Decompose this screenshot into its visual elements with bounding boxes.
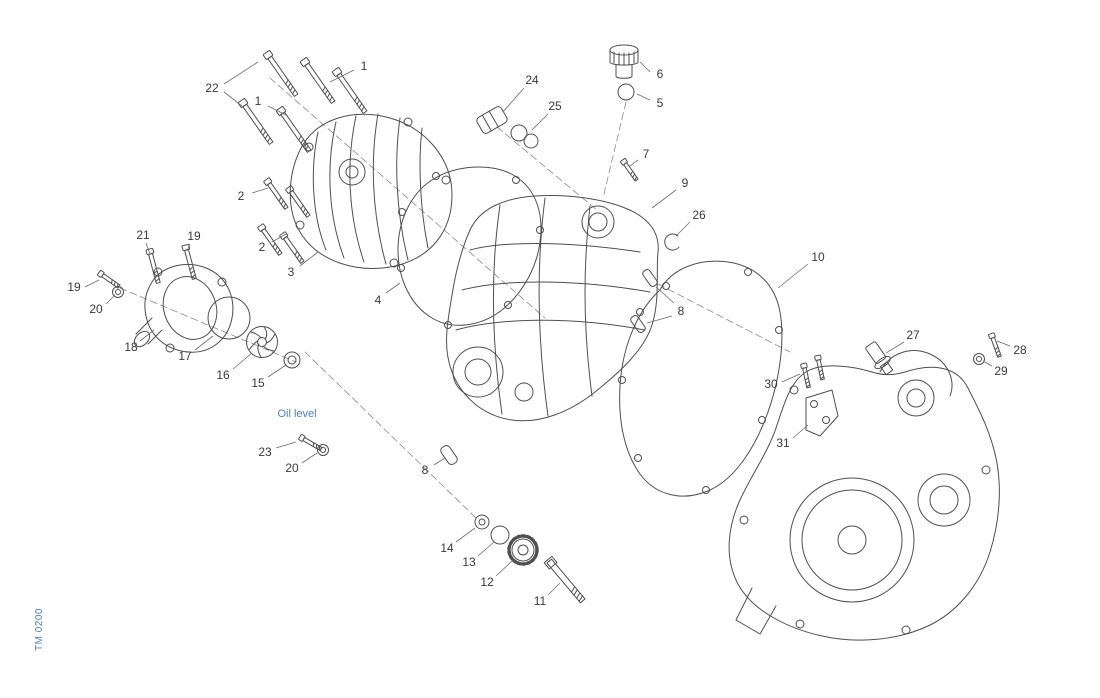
callout-19: 19 xyxy=(67,280,81,294)
callout-2: 2 xyxy=(258,240,266,254)
oil-cap-oring xyxy=(617,83,635,101)
callout-8: 8 xyxy=(677,304,685,318)
callout-29: 29 xyxy=(994,364,1008,378)
callout-1: 1 xyxy=(254,94,262,108)
callout-19: 19 xyxy=(187,229,201,243)
callout-20: 20 xyxy=(89,302,103,316)
callout-14: 14 xyxy=(440,541,454,555)
water-pipe-fitting xyxy=(865,341,894,376)
crankcase-right-half xyxy=(728,350,1000,641)
water-pump-seal xyxy=(283,351,301,369)
callout-3: 3 xyxy=(287,265,295,279)
clutch-cover-gasket xyxy=(397,166,544,329)
bolt-7 xyxy=(619,157,640,183)
water-pump-assembly xyxy=(133,264,234,353)
callout-22: 22 xyxy=(205,81,219,95)
water-pump-shaft xyxy=(543,555,586,604)
water-pump-bolts xyxy=(96,243,199,298)
callout-17: 17 xyxy=(178,349,192,363)
cable-guide-bracket xyxy=(805,389,839,437)
callout-20: 20 xyxy=(285,461,299,475)
callout-15: 15 xyxy=(251,376,265,390)
callout-12: 12 xyxy=(480,575,494,589)
callout-2: 2 xyxy=(237,189,245,203)
bushing-orings xyxy=(510,124,539,149)
callout-26: 26 xyxy=(692,208,706,222)
crankcase-cover xyxy=(446,195,659,422)
water-pump-gear xyxy=(507,534,539,566)
callout-31: 31 xyxy=(776,436,790,450)
shaft-oring xyxy=(490,525,510,545)
bushing xyxy=(476,106,508,134)
drain-bolt-group xyxy=(297,433,329,456)
water-pump-oring xyxy=(207,296,251,340)
circlip xyxy=(664,233,680,251)
water-pump-impeller xyxy=(246,326,278,358)
clutch-cover-outer xyxy=(289,113,453,269)
callout-8: 8 xyxy=(421,463,429,477)
assembly-axis-lines xyxy=(119,77,791,519)
callout-23: 23 xyxy=(258,445,272,459)
diagram-code-watermark: TM 0200 xyxy=(34,608,45,651)
callout-16: 16 xyxy=(216,368,230,382)
oil-filler-cap xyxy=(609,44,639,79)
callout-7: 7 xyxy=(642,147,650,161)
callout-10: 10 xyxy=(811,250,825,264)
callout-4: 4 xyxy=(374,293,382,307)
callout-9: 9 xyxy=(681,176,689,190)
callout-25: 25 xyxy=(548,99,562,113)
callout-24: 24 xyxy=(525,73,539,87)
callout-5: 5 xyxy=(656,96,664,110)
callout-1: 1 xyxy=(360,59,368,73)
dowel-pins xyxy=(440,269,658,465)
callout-18: 18 xyxy=(124,340,138,354)
bracket-bolts xyxy=(800,354,827,389)
callout-28: 28 xyxy=(1013,343,1027,357)
fitting-bolt-group xyxy=(973,332,1003,365)
thrust-washer xyxy=(474,514,490,530)
callout-6: 6 xyxy=(656,67,664,81)
callout-27: 27 xyxy=(906,328,920,342)
oil-level-label: Oil level xyxy=(277,408,317,420)
callout-30: 30 xyxy=(764,377,778,391)
callout-21: 21 xyxy=(136,228,150,242)
callout-11: 11 xyxy=(533,594,547,608)
callout-13: 13 xyxy=(462,555,476,569)
right-cover-gasket xyxy=(618,260,783,497)
